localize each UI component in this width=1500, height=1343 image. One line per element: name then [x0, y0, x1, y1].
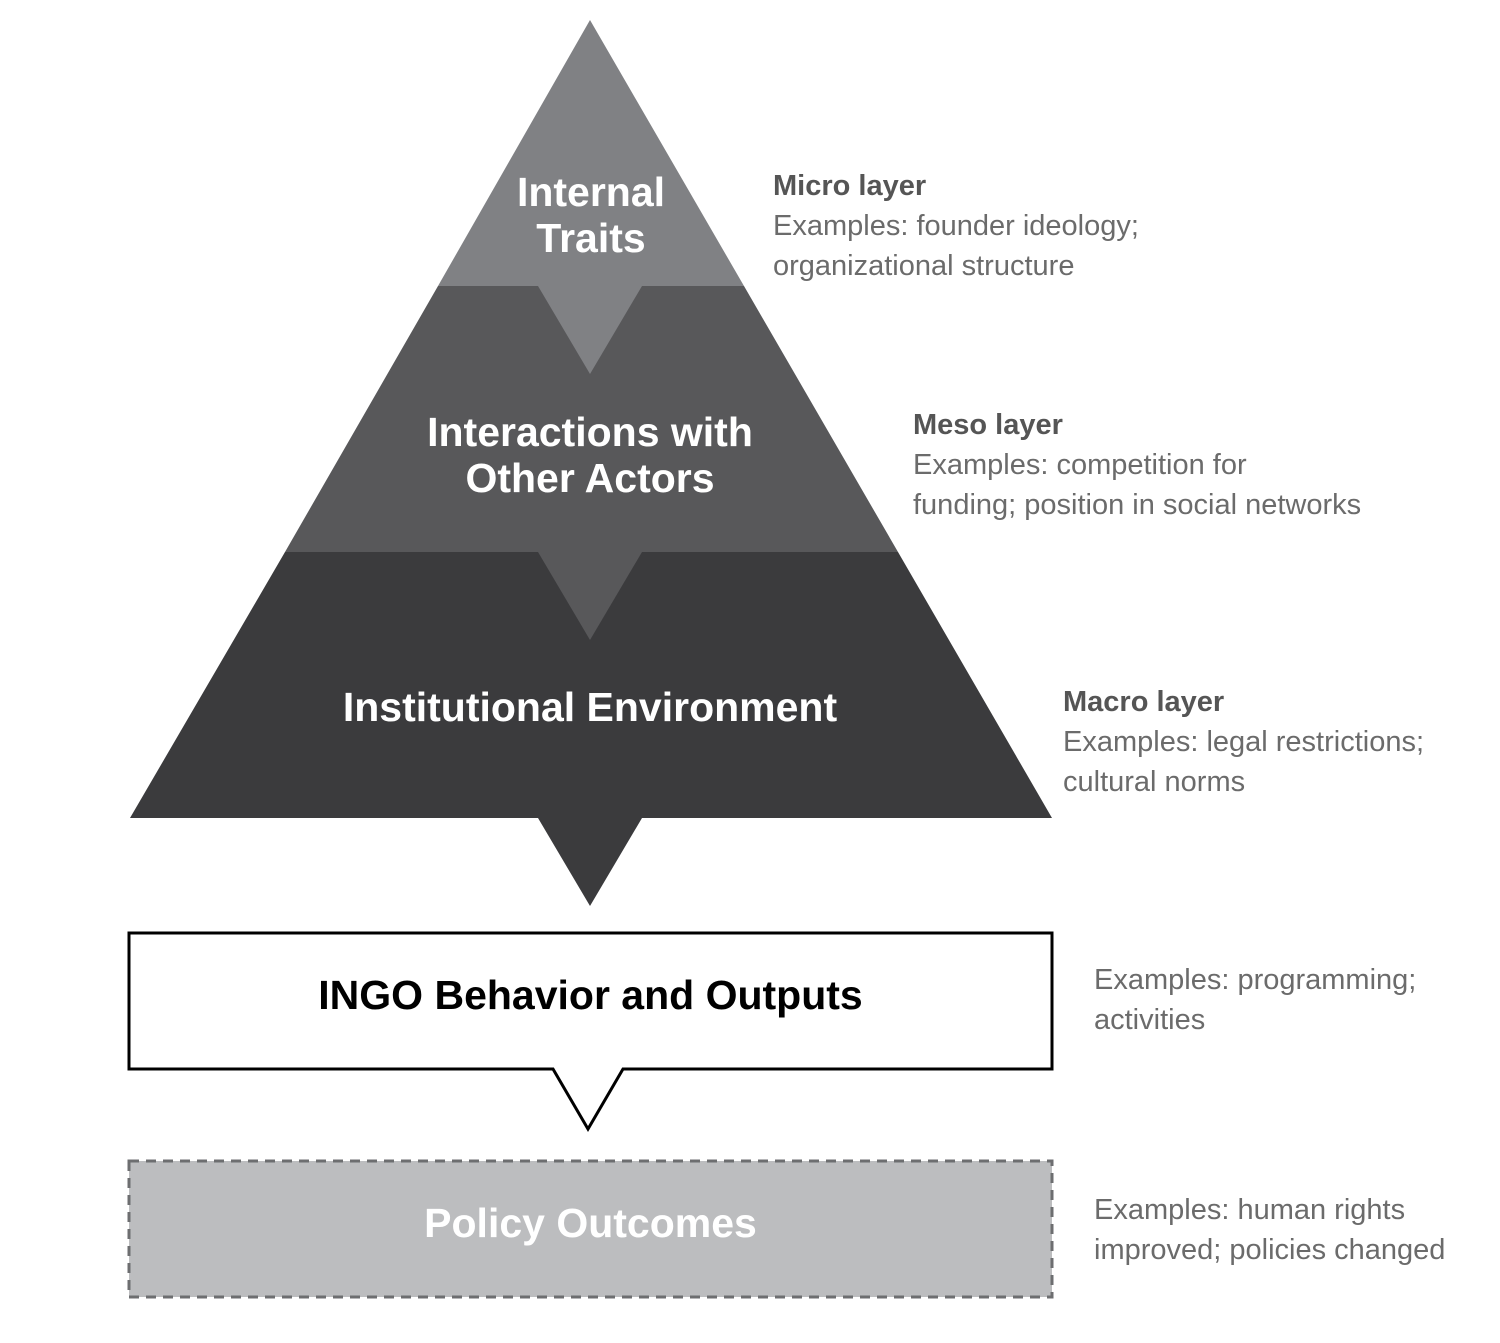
- outcomes-example-line: Examples: human rights: [1094, 1194, 1406, 1226]
- macro-title-line: Institutional Environment: [342, 684, 838, 730]
- meso-example-line: Examples: competition for: [913, 449, 1247, 481]
- meso-example-line: funding; position in social networks: [913, 489, 1362, 521]
- outputs-callout-box: [127, 931, 1054, 1132]
- outputs-example-line: activities: [1094, 1004, 1206, 1036]
- meso-tier-title: Interactions with Other Actors: [340, 409, 840, 501]
- micro-layer-label: Micro layer: [773, 170, 927, 202]
- micro-annotation: Micro layer Examples: founder ideology; …: [773, 166, 1139, 286]
- outcomes-annotation: Examples: human rights improved; policie…: [1094, 1190, 1445, 1270]
- micro-title-line: Traits: [536, 215, 646, 261]
- macro-example-line: Examples: legal restrictions;: [1063, 726, 1425, 758]
- micro-example-line: Examples: founder ideology;: [773, 210, 1139, 242]
- macro-example-line: cultural norms: [1063, 766, 1246, 798]
- macro-tier-title: Institutional Environment: [240, 684, 940, 730]
- micro-tier-shape: [438, 20, 744, 374]
- meso-title-line: Interactions with: [427, 409, 753, 455]
- macro-layer-label: Macro layer: [1063, 686, 1225, 718]
- outcomes-dashed-box: [127, 1159, 1054, 1299]
- outcomes-title: Policy Outcomes: [424, 1200, 757, 1246]
- outputs-annotation: Examples: programming; activities: [1094, 960, 1416, 1040]
- meso-tier-shape: [285, 286, 898, 640]
- micro-title-line: Internal: [516, 169, 666, 215]
- outputs-example-line: Examples: programming;: [1094, 964, 1417, 996]
- meso-title-line: Other Actors: [465, 455, 715, 501]
- outcomes-example-line: improved; policies changed: [1094, 1234, 1446, 1266]
- macro-tier-shape: [130, 552, 1052, 906]
- meso-annotation: Meso layer Examples: competition for fun…: [913, 405, 1361, 525]
- macro-annotation: Macro layer Examples: legal restrictions…: [1063, 682, 1424, 802]
- outputs-title: INGO Behavior and Outputs: [318, 972, 863, 1018]
- micro-example-line: organizational structure: [773, 250, 1075, 282]
- meso-layer-label: Meso layer: [913, 409, 1063, 441]
- micro-tier-title: Internal Traits: [438, 169, 744, 261]
